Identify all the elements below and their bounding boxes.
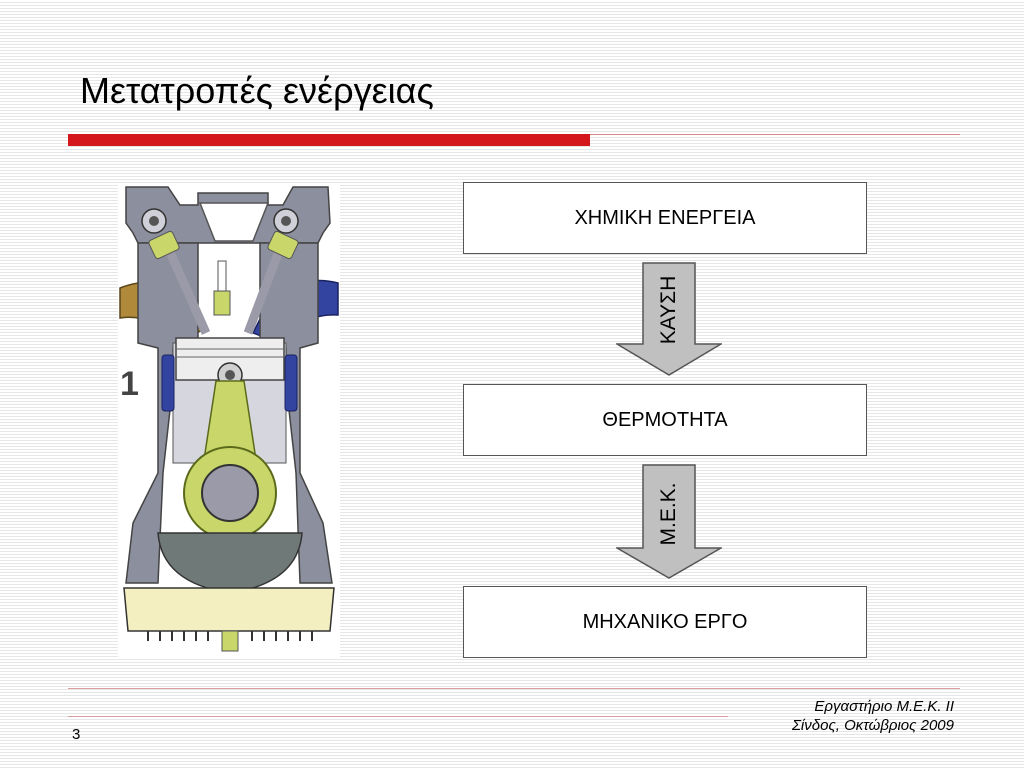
engine-conversion-arrow-label: Μ.Ε.Κ. — [657, 482, 680, 546]
heat-box: ΘΕΡΜΟΤΗΤΑ — [463, 384, 867, 456]
footer-divider-top — [68, 688, 960, 689]
stroke-number-label: 1 — [120, 365, 139, 403]
page-number: 3 — [72, 726, 81, 743]
combustion-arrow — [616, 262, 722, 376]
title-accent-bar — [68, 134, 590, 146]
footer-location-date: Σίνδος, Οκτώβριος 2009 — [791, 717, 954, 734]
engine-illustration — [119, 186, 339, 652]
footer-lab-name: Εργαστήριο Μ.Ε.Κ. ΙΙ — [814, 698, 954, 715]
combustion-arrow-label: ΚΑΥΣΗ — [657, 275, 680, 345]
engine-cross-section-image: 1 — [118, 183, 340, 658]
chemical-energy-box: ΧΗΜΙΚΗ ΕΝΕΡΓΕΙΑ — [463, 182, 867, 254]
footer-text: Εργαστήριο Μ.Ε.Κ. ΙΙ Σίνδος, Οκτώβριος 2… — [792, 697, 954, 735]
slide-title: Μετατροπές ενέργειας — [80, 70, 434, 111]
mechanical-work-label: ΜΗΧΑΝΙΚΟ ΕΡΓΟ — [582, 610, 748, 633]
mechanical-work-box: ΜΗΧΑΝΙΚΟ ΕΡΓΟ — [463, 586, 867, 658]
chemical-energy-label: ΧΗΜΙΚΗ ΕΝΕΡΓΕΙΑ — [574, 206, 756, 229]
title-accent-line — [590, 134, 960, 135]
footer-divider-bottom — [68, 716, 728, 717]
engine-conversion-arrow — [616, 464, 722, 579]
heat-label: ΘΕΡΜΟΤΗΤΑ — [602, 408, 728, 431]
